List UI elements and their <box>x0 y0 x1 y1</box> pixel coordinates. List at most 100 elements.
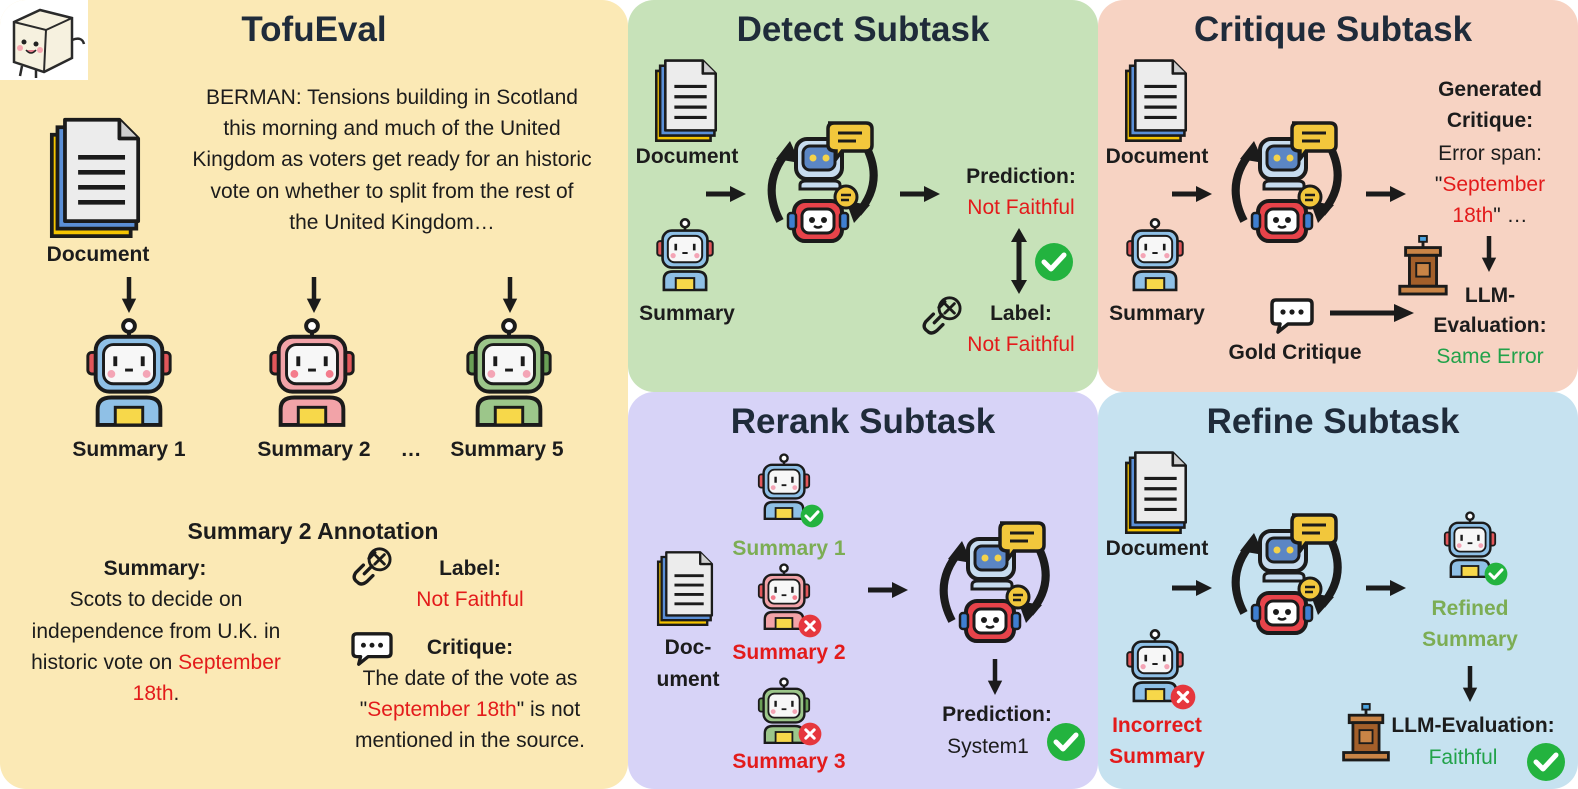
chatbot-cycle-icon <box>930 516 1060 648</box>
label-value: Not Faithful <box>967 333 1075 356</box>
chat-bubble-icon <box>1270 296 1314 336</box>
document-icon <box>654 550 716 626</box>
document-icon <box>652 58 720 142</box>
document-text-line: the United Kingdom… <box>289 211 495 234</box>
error-span: 18th <box>132 682 174 705</box>
arrow-icon <box>1461 664 1479 704</box>
summary-label: Summary <box>1109 302 1205 325</box>
document-label: Doc- <box>664 636 712 659</box>
arrow-icon <box>1366 578 1406 598</box>
checkmark-icon <box>800 504 824 528</box>
rerank-title: Rerank Subtask <box>730 402 996 441</box>
prediction-heading: Prediction: <box>966 165 1076 188</box>
tofu-mascot-icon <box>0 0 88 80</box>
prediction-heading: Prediction: <box>942 703 1052 726</box>
document-label: ument <box>656 668 720 691</box>
robot-icon <box>460 314 558 432</box>
evaluation-result: Faithful <box>1428 746 1498 769</box>
refine-subtask-panel: Refine Subtask Document Incorrect Summar… <box>1098 392 1578 789</box>
llm-evaluation-heading: Evaluation: <box>1433 314 1547 337</box>
robot-icon <box>1122 215 1188 295</box>
arrow-icon <box>1480 235 1498 273</box>
summary-label: Summary 2 <box>732 641 846 664</box>
error-span-value: 18th" … <box>1452 204 1528 227</box>
cross-icon <box>798 722 822 746</box>
summary-label: Summary 1 <box>732 537 846 560</box>
arrow-icon <box>305 276 323 314</box>
llm-evaluation-heading: LLM- <box>1464 284 1516 307</box>
tofueval-panel: TofuEval BERMAN: Tensions building in Sc… <box>0 0 628 789</box>
detect-title: Detect Subtask <box>736 10 990 49</box>
arrow-icon <box>900 184 940 204</box>
arrow-icon <box>120 276 138 314</box>
error-span: September 18th <box>367 698 517 721</box>
checkmark-icon <box>1046 722 1086 762</box>
cross-icon <box>1170 684 1196 710</box>
document-label: Document <box>635 145 739 168</box>
generated-critique-heading: Critique: <box>1446 109 1534 132</box>
refine-title: Refine Subtask <box>1206 402 1460 441</box>
critique-title: Critique Subtask <box>1193 10 1473 49</box>
document-text-line: BERMAN: Tensions building in Scotland <box>206 86 578 109</box>
annotation-title: Summary 2 Annotation <box>187 518 439 544</box>
annotated-summary-line: 18th. <box>132 682 180 705</box>
refined-summary-label: Summary <box>1422 628 1518 651</box>
robot-icon <box>80 314 178 432</box>
gold-critique-label: Gold Critique <box>1228 341 1362 364</box>
annotated-summary-line: Scots to decide on <box>69 588 243 611</box>
detect-subtask-panel: Detect Subtask Document Summary Predicti… <box>628 0 1098 392</box>
summary-label: Summary 1 <box>72 438 186 461</box>
critique-line: The date of the vote as <box>362 667 578 690</box>
summary-heading: Summary: <box>103 557 207 580</box>
cross-icon <box>798 614 822 638</box>
chatbot-cycle-icon <box>1222 508 1352 640</box>
chat-bubble-icon <box>351 630 393 668</box>
critique-line: mentioned in the source. <box>355 729 585 752</box>
document-text-line: this morning and much of the United <box>223 117 561 140</box>
arrow-icon <box>501 276 519 314</box>
summary-label: Summary <box>639 302 735 325</box>
rerank-subtask-panel: Rerank Subtask Summary 1 Summary 2 Summa… <box>628 392 1098 789</box>
label-heading: Label: <box>990 302 1052 325</box>
critique-subtask-panel: Critique Subtask Document Summary Genera… <box>1098 0 1578 392</box>
prediction-value: System1 <box>947 735 1029 758</box>
refined-summary-label: Refined <box>1431 597 1509 620</box>
arrow-icon <box>1330 304 1414 322</box>
llm-evaluation-heading: LLM-Evaluation: <box>1391 714 1555 737</box>
document-label: Document <box>1105 537 1209 560</box>
document-label: Document <box>1105 145 1209 168</box>
chain-link-icon <box>920 295 962 337</box>
robot-icon <box>263 314 361 432</box>
incorrect-summary-label: Incorrect <box>1112 714 1202 737</box>
critique-heading: Critique: <box>426 636 514 659</box>
incorrect-summary-label: Summary <box>1109 745 1205 768</box>
document-icon <box>1122 450 1190 534</box>
chain-link-icon <box>350 546 392 588</box>
summary-label: Summary 5 <box>450 438 564 461</box>
chatbot-cycle-icon <box>1222 116 1352 248</box>
double-arrow-icon <box>1011 228 1027 294</box>
annotated-summary-line: independence from U.K. in <box>31 620 281 643</box>
arrow-icon <box>1172 578 1212 598</box>
chatbot-cycle-icon <box>758 116 888 248</box>
generated-critique-heading: Generated <box>1438 78 1542 101</box>
arrow-icon <box>1172 184 1212 204</box>
checkmark-icon <box>1034 242 1074 282</box>
prediction-value: Not Faithful <box>967 196 1075 219</box>
document-icon <box>1122 58 1190 142</box>
critique-line: "September 18th" is not <box>359 698 581 721</box>
error-span: September <box>178 651 281 674</box>
summary-label: Summary 3 <box>732 750 846 773</box>
checkmark-icon <box>1526 742 1566 782</box>
evaluation-result: Same Error <box>1436 345 1544 368</box>
arrow-icon <box>986 658 1004 696</box>
annotated-summary-line: historic vote on September <box>31 651 281 674</box>
arrow-icon <box>868 580 908 600</box>
label-heading: Label: <box>439 557 501 580</box>
document-text-line: vote on whether to split from the rest o… <box>210 180 574 203</box>
error-span-label: Error span: <box>1438 142 1542 165</box>
robot-icon <box>652 215 718 295</box>
checkmark-icon <box>1484 562 1508 586</box>
ellipsis: … <box>400 438 422 461</box>
label-value: Not Faithful <box>416 588 524 611</box>
